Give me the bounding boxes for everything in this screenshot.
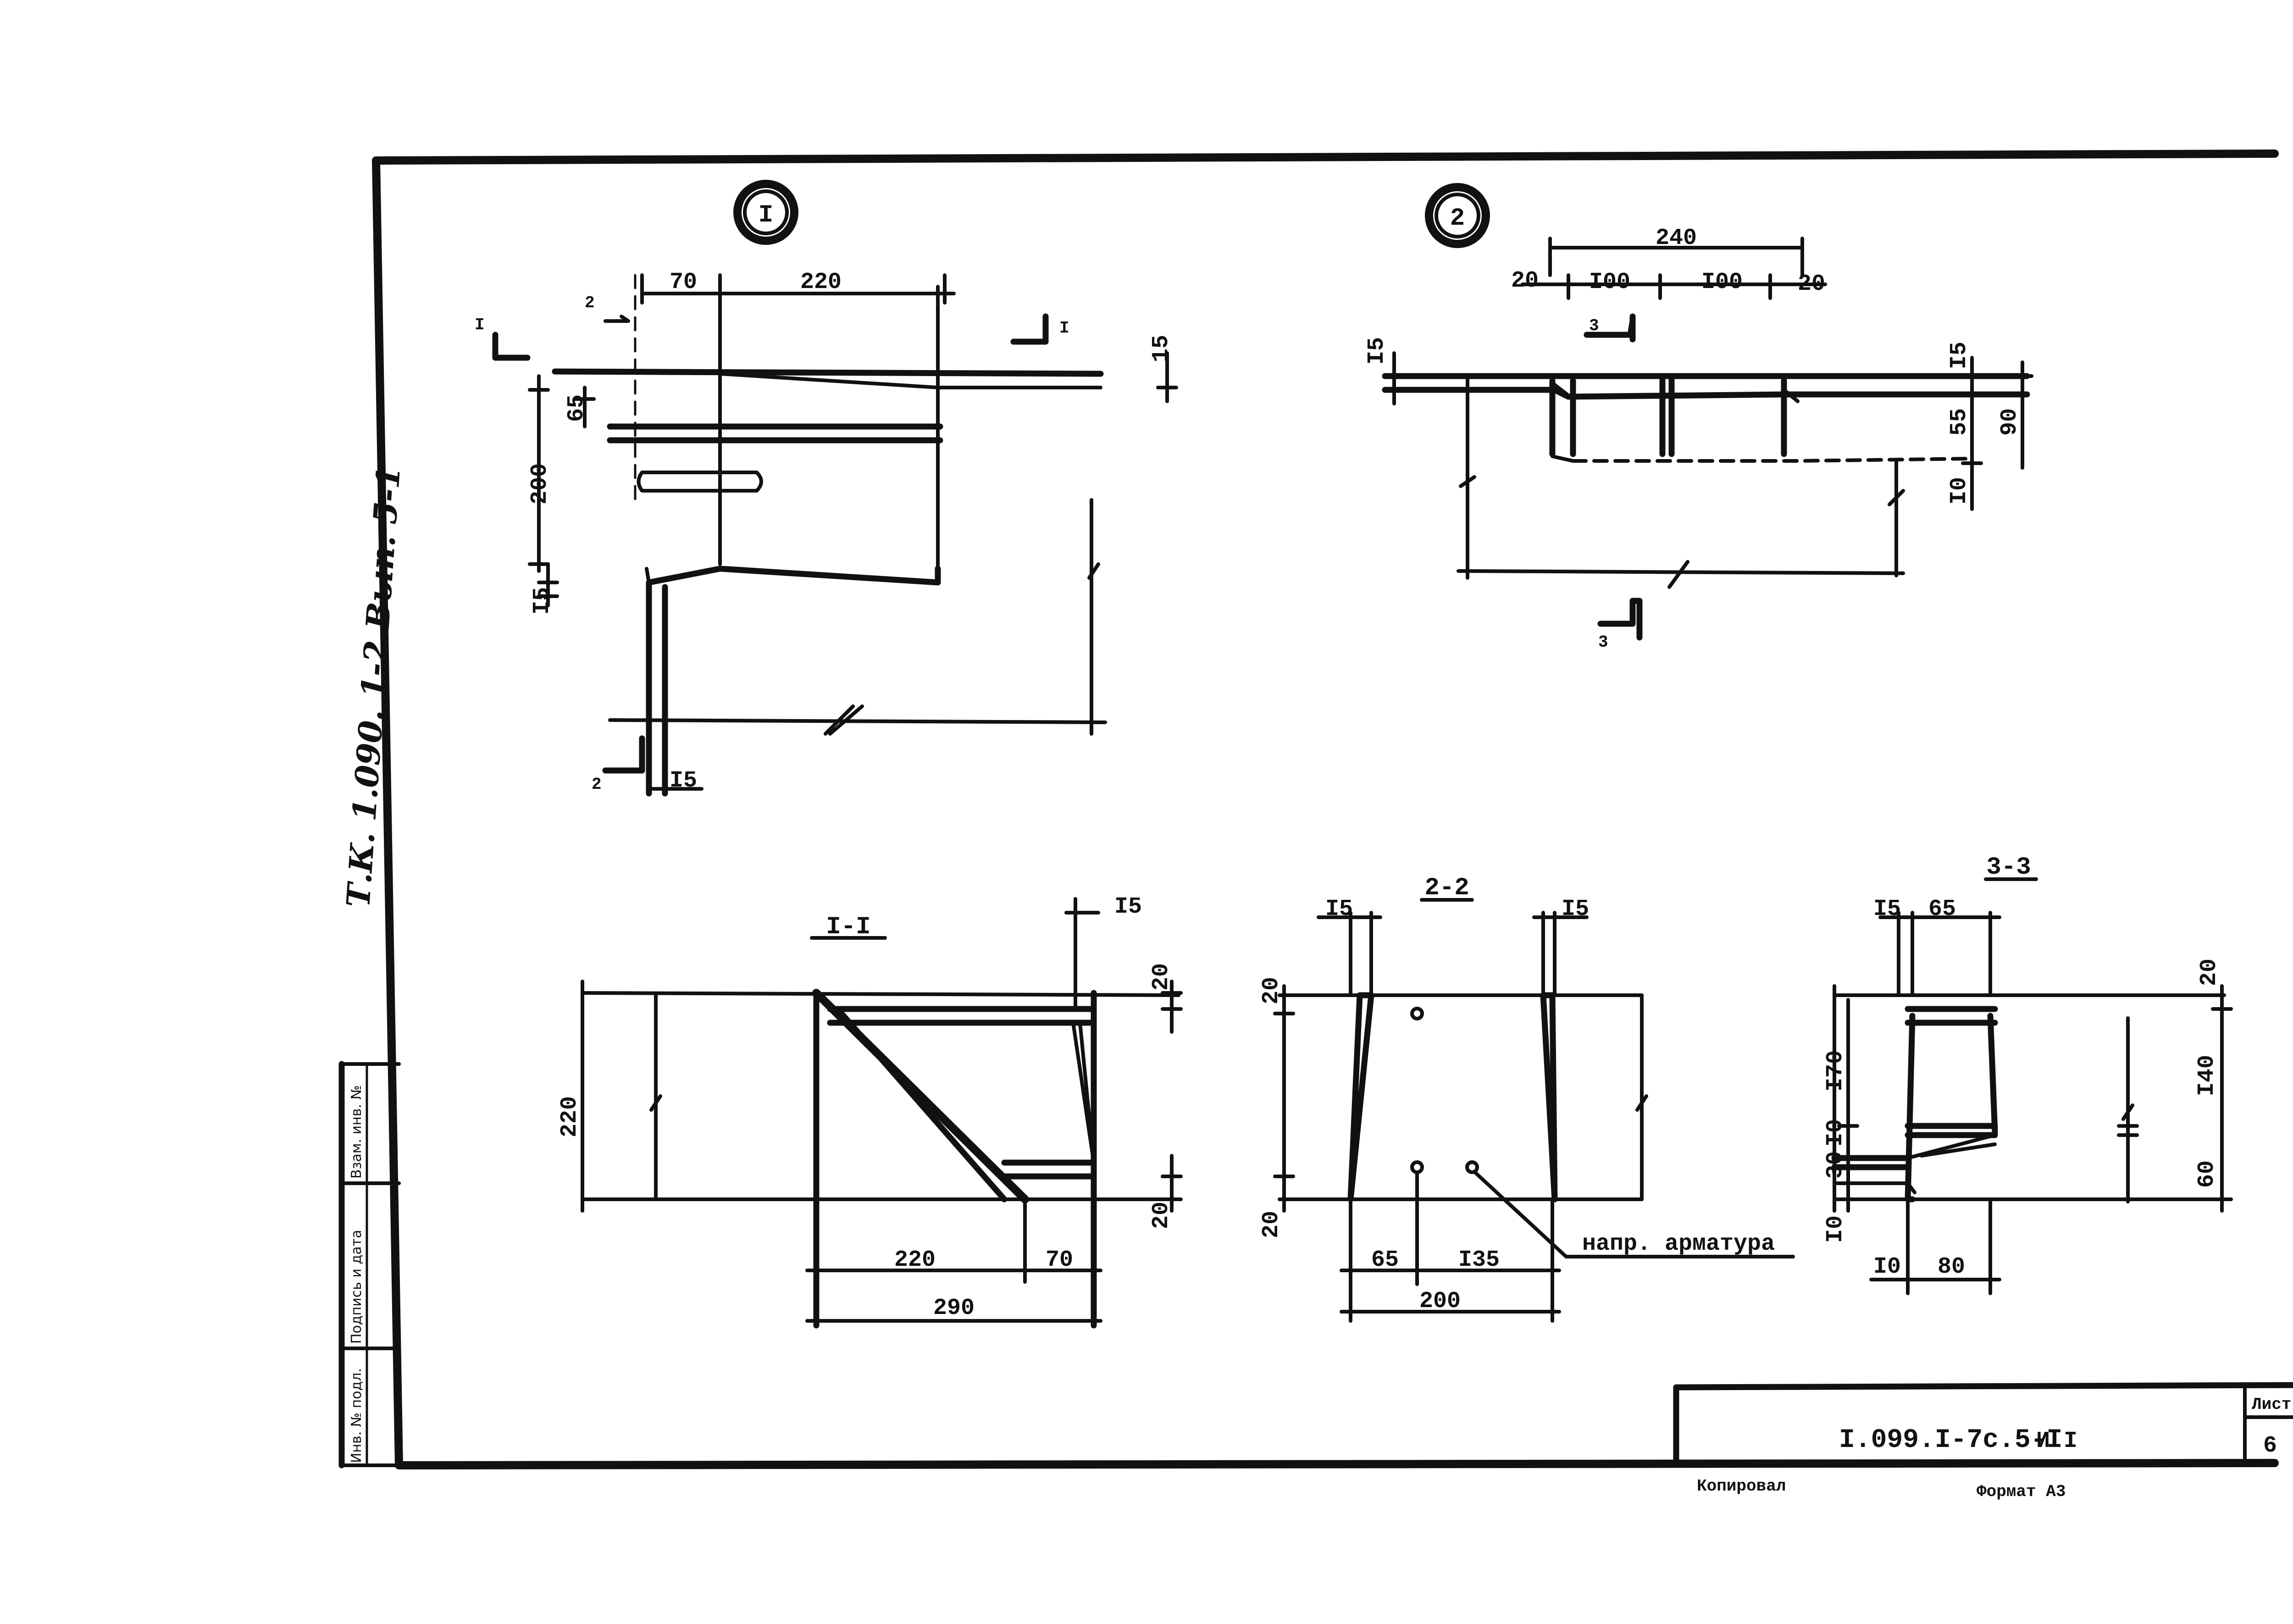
section-2-2-title: 2-2 [1424,874,1469,902]
section-2-2-dim-135: I35 [1458,1247,1500,1273]
section-1-1-dim-290: 290 [933,1295,975,1321]
title-block: I.099.I-7с.5-I И I Лист 6 [1673,1382,2293,1466]
node-2-dim-240: 240 [1656,225,1697,251]
section-2-2: 2-2 I5 I5 20 20 65 I35 200 напр. арматур… [1258,874,1795,1323]
node-2-dim-55: 55 [1946,408,1972,436]
section-3-3-dim-20: 20 [2196,959,2222,986]
section-2-2-leader-label: напр. арматура [1582,1231,1775,1257]
section-3-3-dim-15: I5 [1873,896,1901,922]
section-3-3-dim-80: 80 [1938,1254,1965,1280]
section-3-3: 3-3 I5 65 20 I70 I40 I0 30 60 I0 I0 80 [1822,854,2233,1295]
node-1-dim-220: 220 [800,269,842,295]
node-2-dim-100-right: I00 [1701,269,1743,295]
section-2-2-dim-15-right: I5 [1562,896,1589,922]
stamp-inv-no: Инв. № подл. [349,1368,365,1463]
section-1-1-dim-20-top: 20 [1148,963,1174,991]
section-3-3-dim-140: I40 [2194,1055,2220,1096]
node-2-dim-20-left: 20 [1511,268,1539,294]
section-2-2-dim-200: 200 [1419,1288,1461,1314]
section-3-3-dim-10-bottom: I0 [1873,1254,1901,1280]
stamp-sign-date: Подпись и дата [349,1230,365,1344]
section-1-1-dim-220-width: 220 [894,1247,936,1273]
section-1-1-dim-15: I5 [1114,894,1142,920]
section-1-1: I-I I5 20 220 20 220 70 290 [557,894,1183,1329]
sheet-label: Лист [2252,1395,2291,1414]
left-stamp: Инв. № подл. Подпись и дата Взам. инв. № [340,1062,401,1467]
section-3-3-dim-65: 65 [1928,896,1956,922]
section-3-3-title: 3-3 [1986,854,2031,881]
node-1: I 70 220 15 65 200 I5 I5 I I 2 2 [475,180,1178,797]
footer-copied: Копировал [1697,1477,1786,1496]
node-1-cut-label-b: I [1059,319,1069,338]
stamp-replaced-inv: Взам. инв. № [349,1085,365,1179]
section-2-2-dim-20-bottom: 20 [1258,1211,1285,1238]
node-2-dim-15-left: I5 [1364,337,1390,365]
node-2-dim-15-right: I5 [1946,342,1972,369]
section-3-3-dim-10-upper: I0 [1822,1119,1849,1147]
node-2: 2 240 20 I00 I00 20 I5 I5 55 90 I0 3 3 [1364,183,2033,652]
node-1-dim-70: 70 [670,269,697,295]
document-code: I.099.I-7с.5-I [1839,1425,2062,1455]
section-2-2-dim-15-left: I5 [1325,896,1353,922]
section-1-1-dim-70: 70 [1046,1247,1073,1273]
footer-format: Формат А3 [1977,1482,2066,1501]
section-3-3-dim-10-lower: I0 [1822,1215,1849,1243]
node-1-cut-label-d: 2 [592,775,602,794]
node-2-dim-10: I0 [1946,477,1972,504]
margin-note: Т.К. 1.090. 1-2 Вып. 5-1 [339,465,408,909]
node-1-dim-15-left: I5 [529,587,555,615]
section-3-3-dim-170: I70 [1822,1050,1849,1092]
node-1-dim-65: 65 [564,394,590,422]
document-code-suffix: И I [2036,1428,2077,1454]
node-2-cut-label-b: 3 [1598,633,1608,652]
node-1-dim-15-bottom: I5 [670,768,697,794]
node-1-dim-200: 200 [527,463,553,504]
node-1-dim-15-top: 15 [1148,335,1174,362]
section-3-3-dim-30: 30 [1822,1151,1849,1179]
sheet-number: 6 [2263,1433,2277,1459]
section-2-2-dim-20-top: 20 [1258,977,1285,1004]
node-2-cut-label-a: 3 [1589,316,1599,335]
section-2-2-dim-65: 65 [1371,1247,1399,1273]
section-1-1-dim-220-height: 220 [557,1096,583,1137]
node-2-label: 2 [1450,205,1465,233]
sheet-frame [338,150,2279,1469]
node-1-cut-label-a: I [475,316,485,334]
node-2-dim-100-left: I00 [1589,269,1630,295]
node-2-dim-90: 90 [1997,408,2023,436]
node-2-dim-20-right: 20 [1798,271,1825,297]
section-1-1-dim-20-bottom: 20 [1148,1202,1174,1229]
section-3-3-dim-60: 60 [2194,1160,2220,1188]
node-1-cut-label-c: 2 [585,294,595,312]
node-1-label: I [759,201,773,229]
